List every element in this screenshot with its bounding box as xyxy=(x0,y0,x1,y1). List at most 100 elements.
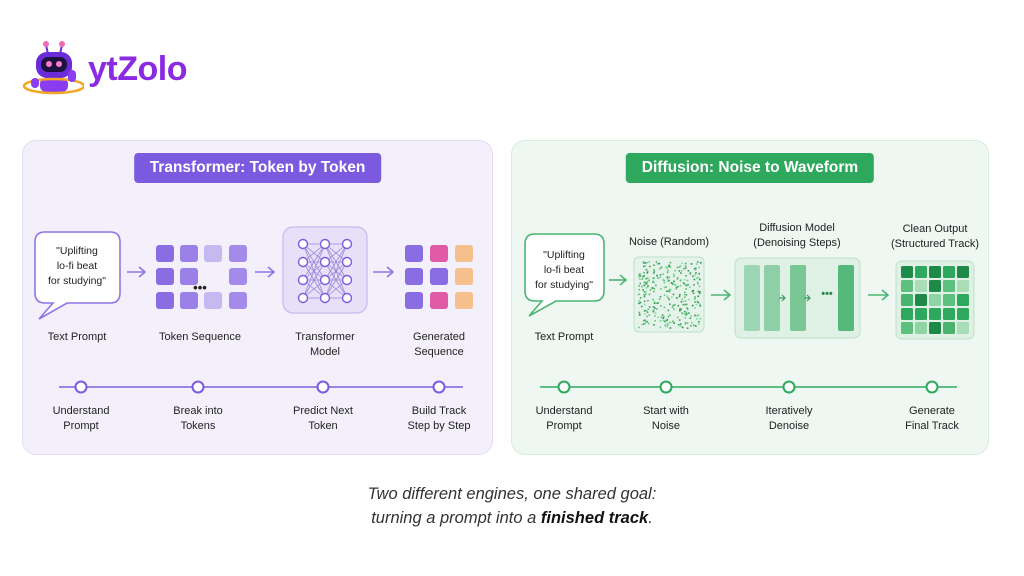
noise-dot xyxy=(643,262,645,264)
output-cell xyxy=(901,294,913,306)
noise-dot xyxy=(662,319,665,322)
ellipsis: ••• xyxy=(821,288,833,300)
noise-dot xyxy=(667,309,670,312)
output-cell xyxy=(915,280,927,292)
noise-dot xyxy=(644,310,646,312)
noise-dot xyxy=(656,302,658,305)
noise-dot xyxy=(668,289,671,291)
noise-dot xyxy=(653,290,655,293)
noise-dot xyxy=(685,303,688,306)
noise-dot xyxy=(681,262,683,264)
noise-dot xyxy=(696,314,699,317)
nn-edge xyxy=(324,243,348,281)
noise-dot xyxy=(699,303,701,306)
timeline-node xyxy=(659,380,673,394)
arrow-right-icon xyxy=(609,274,628,286)
output-cell xyxy=(957,280,969,292)
noise-dot xyxy=(666,276,669,278)
output-cell xyxy=(915,308,927,320)
output-cell xyxy=(901,308,913,320)
noise-dot xyxy=(663,316,665,318)
noise-dot xyxy=(681,298,684,300)
noise-dot xyxy=(698,292,701,294)
denoise-bar xyxy=(764,265,780,331)
noise-dot xyxy=(647,308,650,310)
noise-dot xyxy=(674,269,676,272)
noise-dot xyxy=(645,290,648,293)
noise-dot xyxy=(678,266,681,268)
stage-label: Text Prompt xyxy=(47,331,107,343)
noise-dot xyxy=(675,286,678,289)
noise-dot xyxy=(695,325,697,327)
generated-token-cell xyxy=(430,268,448,285)
noise-dot xyxy=(693,284,695,286)
noise-dot xyxy=(641,278,644,280)
noise-dot xyxy=(654,312,657,314)
prompt-text: "Uplifting lo-fi beat for studying" xyxy=(47,245,107,287)
noise-dot xyxy=(659,274,662,276)
noise-dot xyxy=(645,309,648,312)
noise-dot xyxy=(643,284,646,287)
noise-dot xyxy=(686,307,688,309)
noise-dot xyxy=(663,286,666,289)
noise-dot xyxy=(638,326,640,329)
noise-dot xyxy=(656,274,658,277)
noise-dot xyxy=(649,265,651,268)
noise-dot xyxy=(689,286,691,289)
timeline-node xyxy=(782,380,796,394)
noise-dot xyxy=(694,274,696,276)
noise-dot xyxy=(653,287,656,290)
noise-dot xyxy=(645,268,648,271)
noise-dot xyxy=(657,316,660,319)
noise-dot xyxy=(692,289,695,292)
robot-mascot-icon xyxy=(22,41,84,95)
noise-dot xyxy=(679,308,681,310)
noise-dot xyxy=(659,276,661,279)
noise-dot xyxy=(667,296,669,299)
noise-dot xyxy=(673,322,675,324)
nn-node xyxy=(319,274,331,286)
noise-dot xyxy=(688,298,690,301)
noise-dot xyxy=(652,277,655,280)
noise-dot xyxy=(673,275,675,277)
noise-dot xyxy=(696,261,699,263)
token-cell xyxy=(180,268,198,285)
noise-dot xyxy=(691,321,693,324)
noise-dot xyxy=(676,266,679,269)
noise-dot xyxy=(638,274,640,277)
output-cell xyxy=(943,294,955,306)
noise-dot xyxy=(685,275,687,277)
arrow-right-icon xyxy=(373,266,395,278)
noise-dot xyxy=(666,325,668,328)
nn-edge xyxy=(324,243,348,299)
timeline-node xyxy=(925,380,939,394)
output-cell xyxy=(929,308,941,320)
noise-dot xyxy=(657,277,659,279)
generated-token-cell xyxy=(405,268,423,285)
noise-dot xyxy=(662,273,664,275)
noise-dot xyxy=(685,300,687,302)
noise-dot xyxy=(652,310,654,313)
noise-dot xyxy=(640,305,643,308)
noise-dot xyxy=(644,262,647,264)
noise-dot xyxy=(683,283,686,286)
noise-dot xyxy=(672,293,675,296)
noise-dot xyxy=(644,293,647,296)
noise-dot xyxy=(666,295,669,298)
token-cell xyxy=(180,292,198,309)
nn-edge xyxy=(302,261,326,299)
noise-dot xyxy=(658,298,661,300)
noise-dot xyxy=(683,267,685,270)
nn-node xyxy=(297,292,309,304)
noise-dot xyxy=(663,280,666,282)
noise-dot xyxy=(656,308,658,310)
noise-dot xyxy=(638,285,640,287)
noise-dot xyxy=(664,320,666,322)
timeline-node xyxy=(432,380,446,394)
noise-dot xyxy=(671,296,673,298)
